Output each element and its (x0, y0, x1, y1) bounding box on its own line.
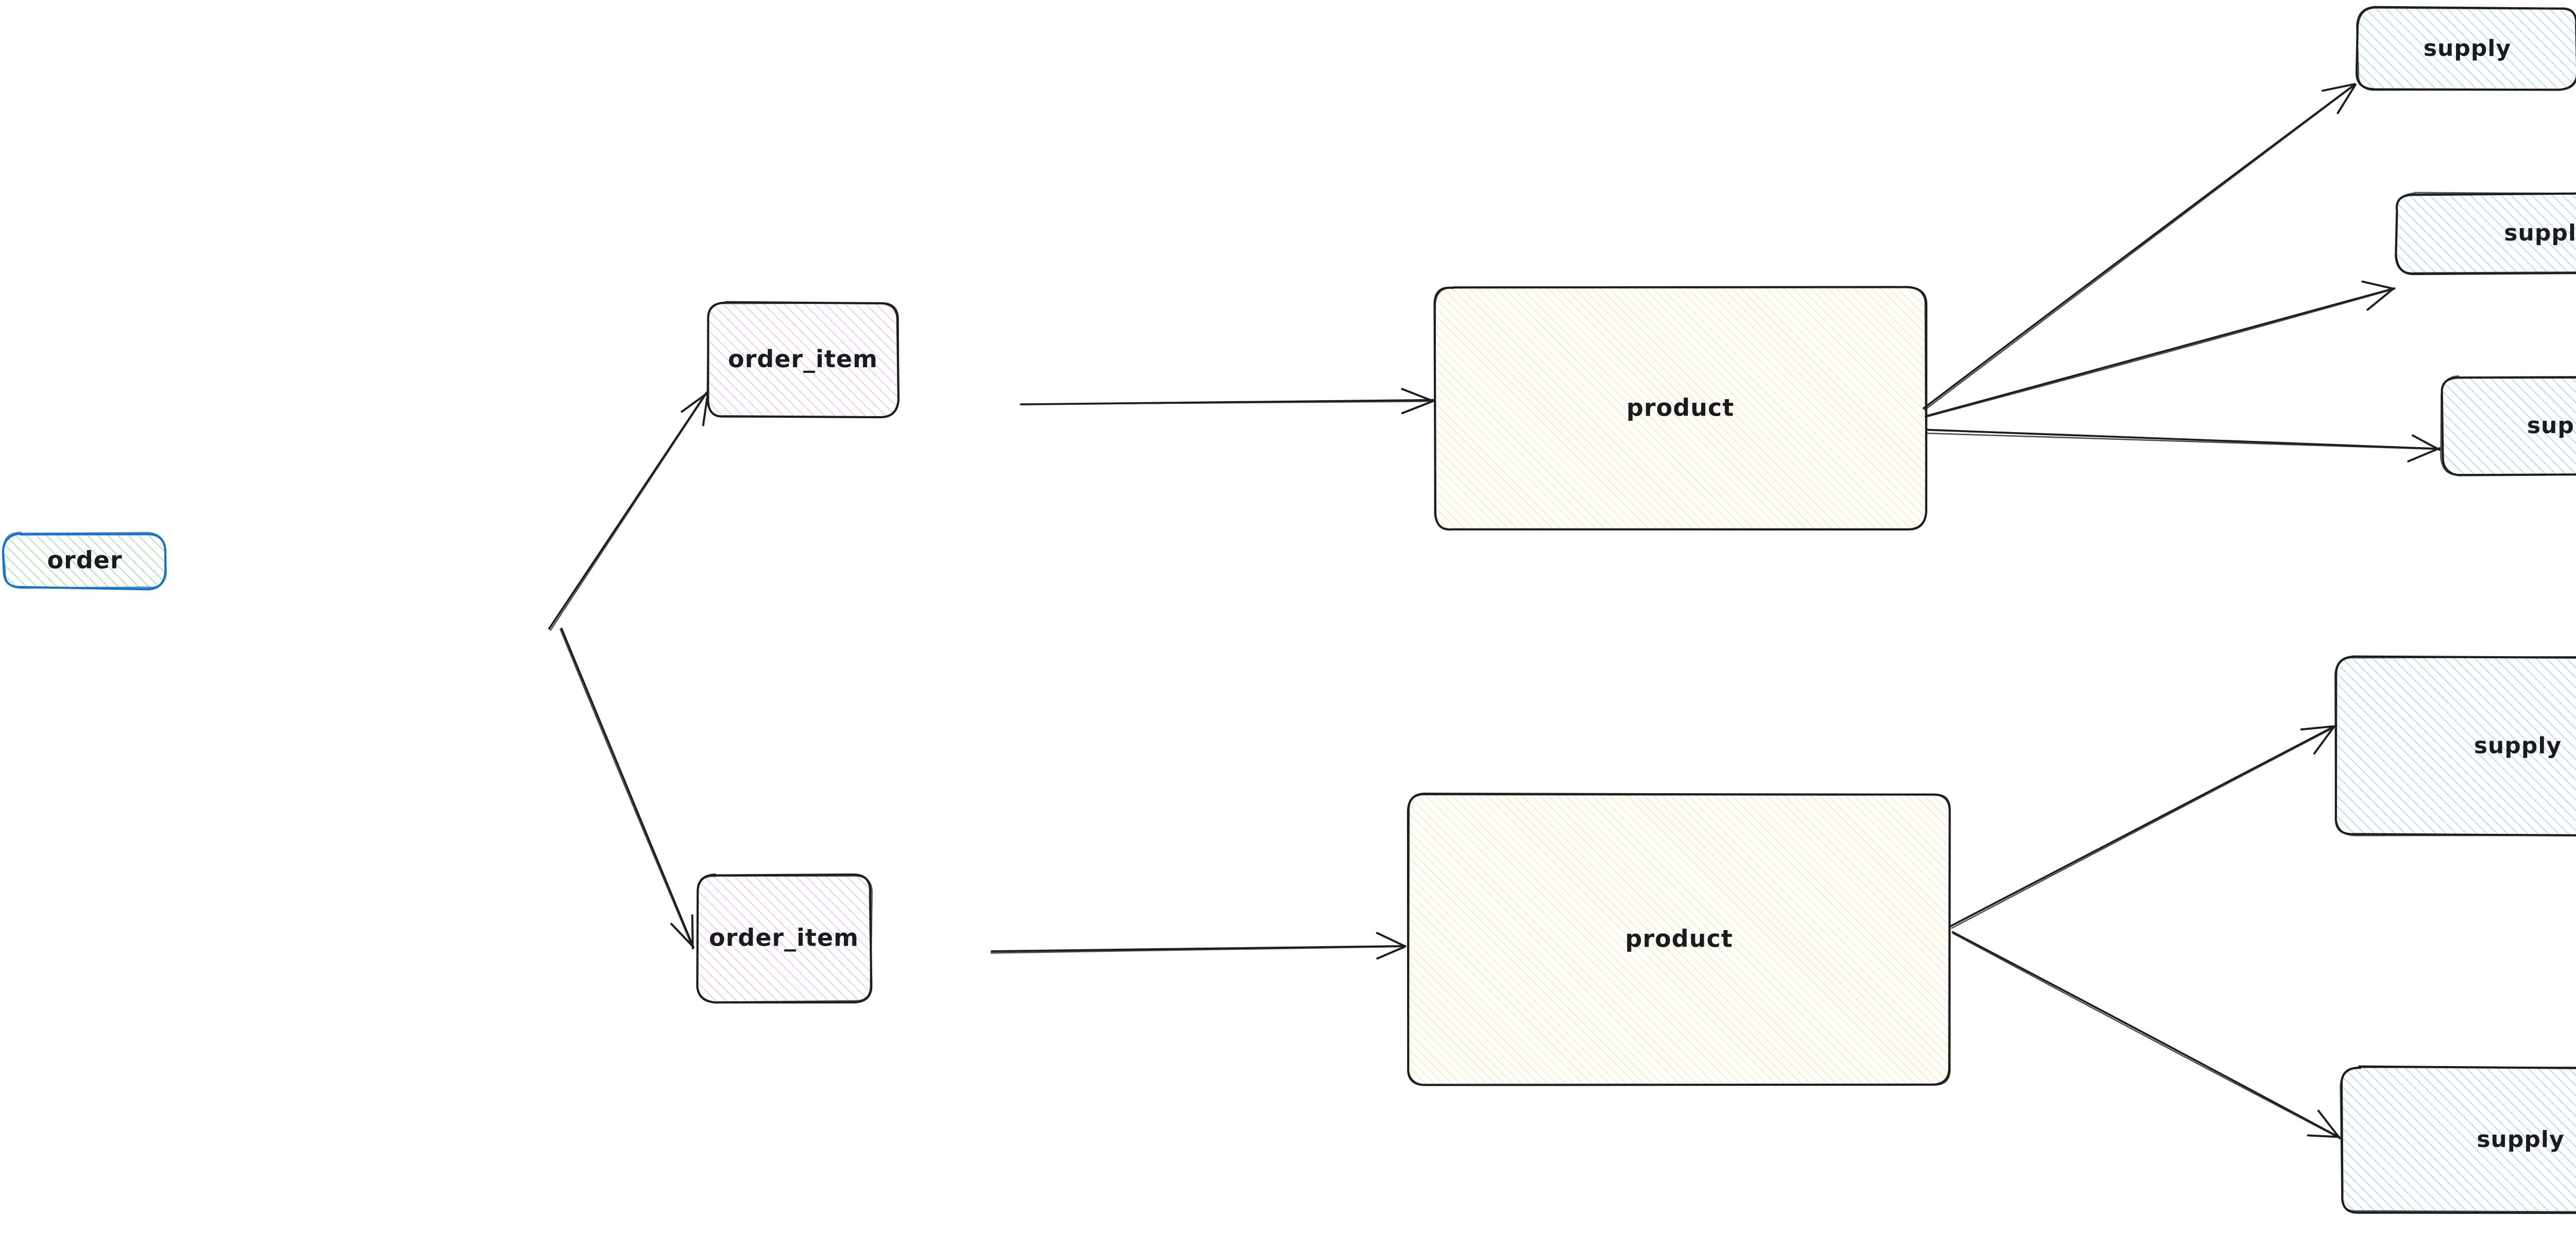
edge-line (990, 946, 1406, 954)
node-border (2334, 656, 2576, 836)
edge-line (1952, 931, 2340, 1138)
edge-order-item-bottom-to-product[interactable] (990, 932, 1406, 960)
arrowhead-barb (691, 914, 694, 950)
edge-product-bottom-to-supply-4[interactable] (1948, 725, 2335, 929)
edge-line (1952, 933, 2340, 1139)
node-fill (2396, 194, 2576, 273)
edge-line (1924, 287, 2396, 418)
node-supply-5[interactable]: supply (2340, 1065, 2576, 1214)
node-supply-2[interactable]: supply (2395, 192, 2576, 276)
node-border (2340, 1066, 2576, 1213)
node-order-item-bottom[interactable]: order_item (696, 874, 873, 1004)
arrowhead-barb (2361, 280, 2395, 290)
edge-line (1922, 83, 2357, 409)
edge-line (1924, 288, 2396, 418)
node-fill (1434, 286, 1926, 530)
node-product-bottom[interactable]: product (1406, 792, 1951, 1086)
arrowhead-barb (1401, 400, 1434, 415)
arrowhead-barb (1376, 932, 1406, 947)
edges-layer (548, 83, 2441, 1140)
arrowhead-barb (2300, 725, 2335, 731)
arrowhead-barb (2407, 447, 2441, 463)
edge-line (1951, 726, 2335, 929)
edge-line (1020, 400, 1434, 405)
edge-line (548, 391, 708, 630)
node-label-supply-3: supply (2527, 413, 2576, 439)
node-label-order-item-top: order_item (728, 345, 878, 373)
node-label-supply-5: supply (2477, 1126, 2564, 1153)
node-order-item-top[interactable]: order_item (706, 301, 900, 419)
arrowhead-barb (2307, 1134, 2341, 1138)
node-border (1434, 286, 1927, 530)
node-fill (1408, 793, 1951, 1086)
arrowhead-barb (2321, 83, 2355, 92)
arrowhead-barb (2317, 1109, 2341, 1140)
edge-product-top-to-supply-3[interactable] (1926, 429, 2441, 463)
node-label-order: order (47, 546, 122, 574)
node-label-product-top: product (1626, 394, 1734, 422)
arrowhead-barb (670, 922, 694, 948)
edge-line (990, 945, 1406, 952)
node-border (2440, 375, 2576, 476)
arrowhead-barb (1401, 388, 1434, 402)
edge-line (1948, 726, 2334, 928)
edge-line (561, 627, 694, 949)
arrowhead-barb (2313, 726, 2335, 755)
node-border (2356, 6, 2576, 91)
edge-line (550, 392, 708, 631)
node-label-supply-1: supply (2424, 36, 2511, 62)
edge-line (1926, 429, 2441, 450)
edge-order-to-order-item-top[interactable] (548, 391, 709, 631)
node-supply-1[interactable]: supply (2355, 6, 2576, 91)
node-product-top[interactable]: product (1433, 286, 1928, 531)
node-border (1407, 792, 1951, 1086)
node-border (706, 301, 900, 418)
node-label-order-item-bottom: order_item (709, 924, 859, 952)
nodes-layer: orderorder_itemorder_itemproductproducts… (2, 6, 2576, 1214)
node-border (2395, 192, 2576, 274)
node-label-supply-2: supply (2504, 220, 2576, 246)
edge-product-top-to-supply-1[interactable] (1922, 83, 2357, 410)
edge-line (560, 628, 694, 949)
edge-line (1924, 83, 2356, 410)
node-label-product-bottom: product (1625, 925, 1733, 953)
arrowhead-barb (2366, 287, 2395, 311)
node-supply-4[interactable]: supply (2334, 655, 2576, 836)
edge-order-item-top-to-product[interactable] (1020, 388, 1435, 415)
node-border (696, 875, 873, 1003)
node-label-supply-4: supply (2474, 733, 2562, 759)
node-order[interactable]: order (2, 532, 167, 591)
arrowhead-barb (2412, 434, 2441, 451)
node-supply-3[interactable]: supply (2440, 375, 2576, 476)
node-fill (2335, 656, 2576, 835)
node-fill (2442, 376, 2576, 475)
node-border (2, 532, 167, 589)
node-fill (696, 875, 872, 1002)
edge-product-bottom-to-supply-5[interactable] (1952, 931, 2341, 1140)
node-fill (3, 533, 166, 589)
arrowhead-barb (681, 391, 709, 413)
edge-line (1926, 432, 2441, 450)
arrowhead-barb (2336, 83, 2357, 114)
node-fill (708, 302, 899, 417)
arrowhead-barb (1376, 946, 1406, 960)
edge-product-top-to-supply-2[interactable] (1924, 280, 2396, 418)
node-fill (2341, 1067, 2576, 1212)
node-fill (2357, 7, 2576, 90)
edge-order-to-order-item-bottom[interactable] (560, 627, 694, 950)
